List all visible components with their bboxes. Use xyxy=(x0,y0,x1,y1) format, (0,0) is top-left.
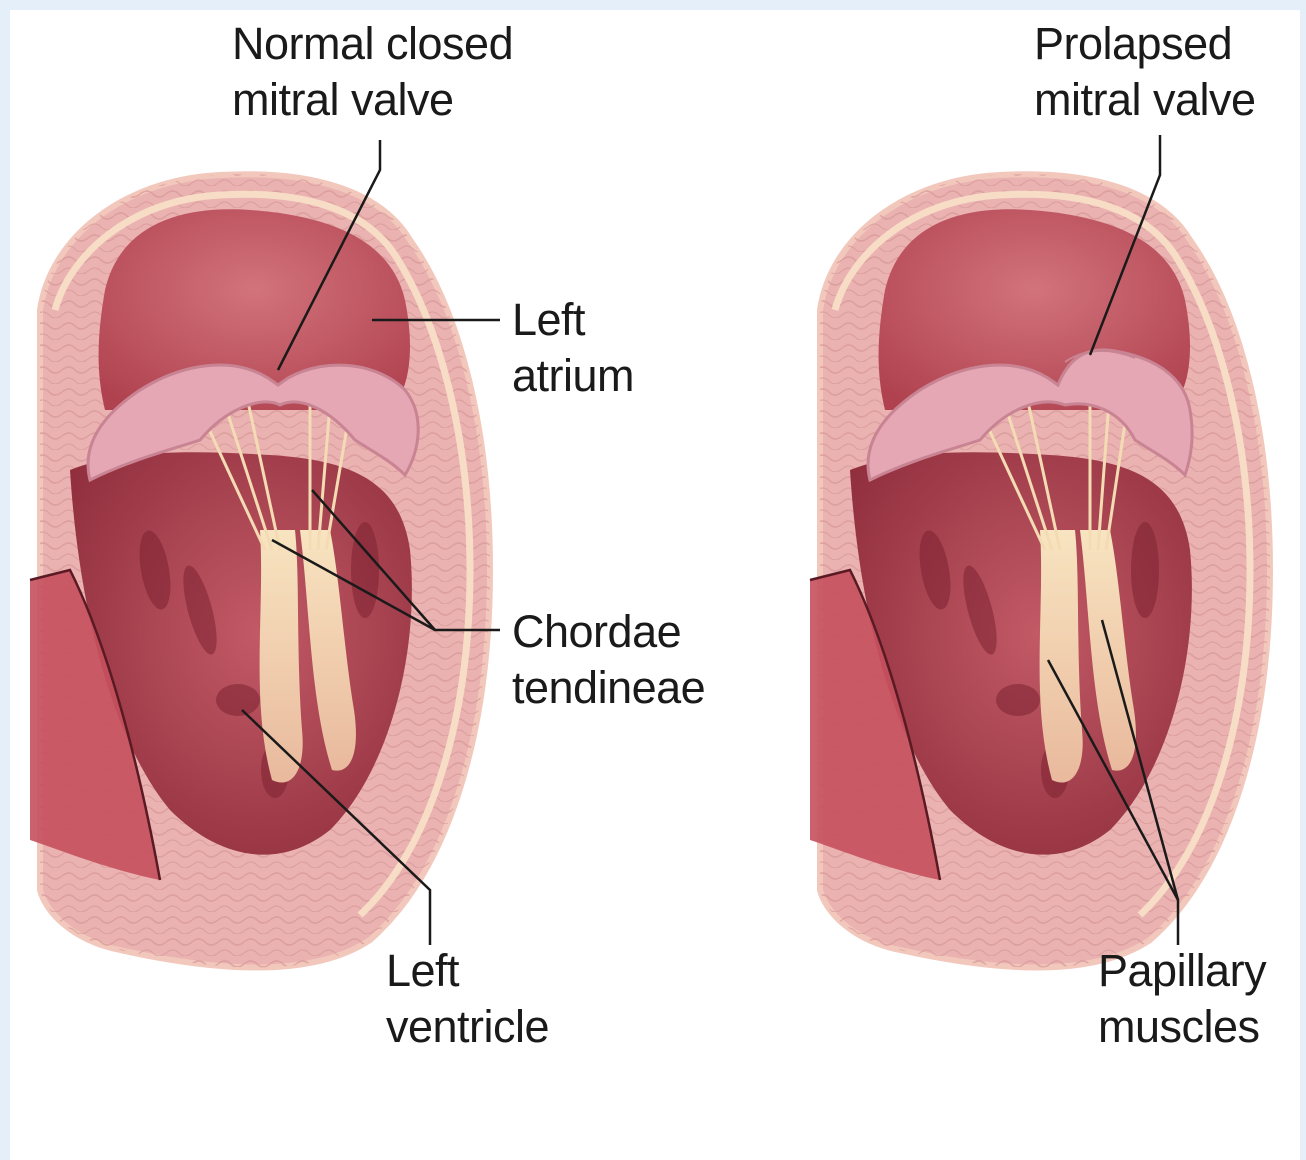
normal-heart xyxy=(30,174,490,967)
label-left-ventricle: Left ventricle xyxy=(386,943,549,1055)
label-normal-valve: Normal closed mitral valve xyxy=(232,16,513,128)
label-prolapsed-valve: Prolapsed mitral valve xyxy=(1034,16,1256,128)
label-chordae-tendineae: Chordae tendineae xyxy=(512,604,705,716)
label-left-atrium: Left atrium xyxy=(512,292,634,404)
papillary-muscle xyxy=(260,530,303,783)
label-papillary-muscles: Papillary muscles xyxy=(1098,943,1266,1055)
papillary-muscle xyxy=(1040,530,1083,783)
prolapsed-heart xyxy=(810,174,1270,967)
mitral-valve-figure: Normal closed mitral valve Prolapsed mit… xyxy=(10,10,1300,1160)
